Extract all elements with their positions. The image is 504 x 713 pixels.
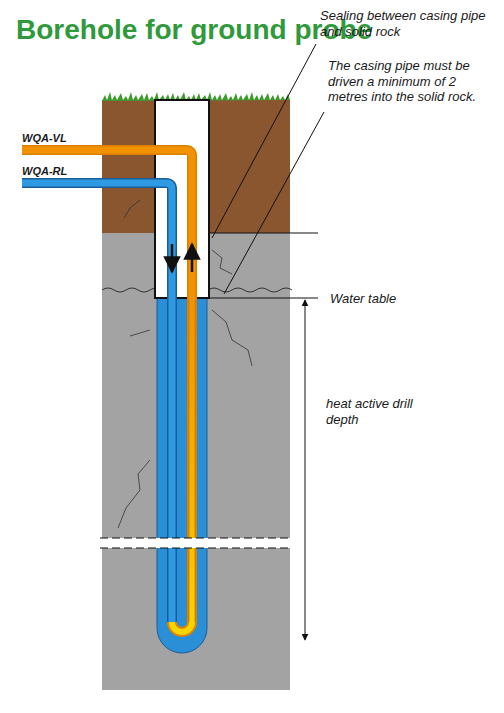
casing-pipe xyxy=(155,100,209,298)
callout-note: The casing pipe must be driven a minimum… xyxy=(328,58,498,105)
return-pipe-outline xyxy=(22,183,172,622)
pipe-bend-outline xyxy=(172,622,192,632)
leader-lines xyxy=(209,44,324,298)
dimension-label: heat active drill depth xyxy=(326,396,436,427)
break-mark xyxy=(100,538,292,548)
flow-pipe xyxy=(22,150,192,300)
pipe-label: WQA-RL xyxy=(22,165,67,177)
flow-arrow-up xyxy=(191,244,194,272)
pipe-bend xyxy=(172,622,192,632)
title: Borehole for ground probe xyxy=(16,14,372,46)
return-pipe xyxy=(22,183,172,622)
borehole xyxy=(157,298,207,653)
flow-pipe-outline xyxy=(22,150,192,622)
callout-note: Sealing between casing pipe and solid ro… xyxy=(320,8,498,39)
flow-arrow-down xyxy=(171,244,174,272)
flow-pipe-core xyxy=(190,300,195,622)
level-label: Water table xyxy=(330,291,480,307)
depth-dimension xyxy=(305,300,306,640)
pipe-label: WQA-VL xyxy=(22,132,67,144)
depth-end xyxy=(290,640,315,641)
